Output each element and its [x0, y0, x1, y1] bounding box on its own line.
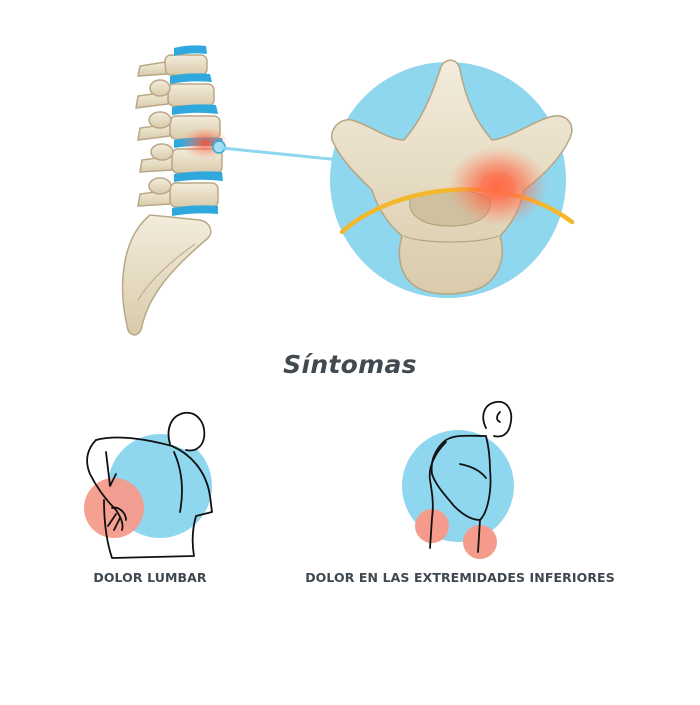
lumbar-spine-icon — [121, 45, 229, 336]
lower-back-pain-icon — [84, 412, 213, 559]
vertebra-closeup-icon — [330, 59, 575, 298]
section-title: Síntomas — [283, 350, 417, 379]
symptom-label-lower-back: DOLOR LUMBAR — [93, 570, 207, 585]
symptom-label-legs: DOLOR EN LAS EXTREMIDADES INFERIORES — [305, 570, 615, 585]
zoom-connector — [221, 146, 341, 162]
leg-pain-icon — [402, 400, 514, 559]
